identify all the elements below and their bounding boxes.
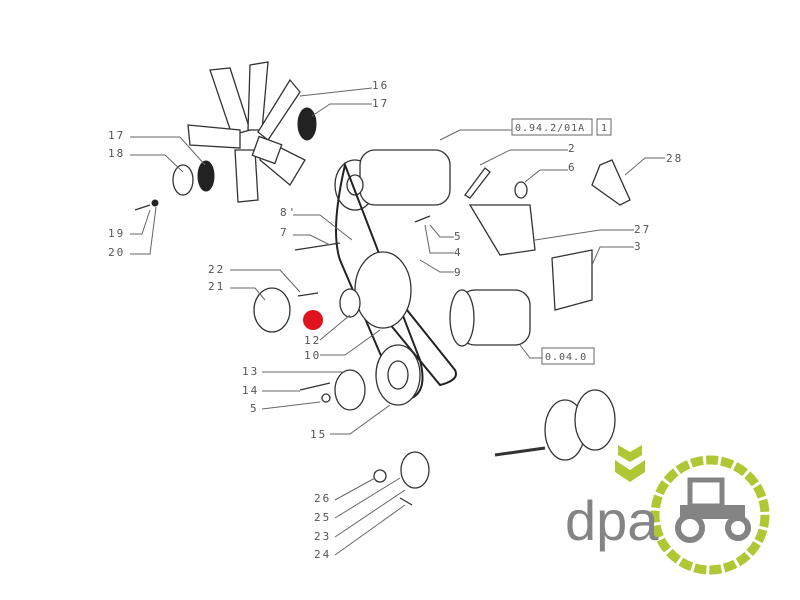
callout-26: 26 [314,492,331,505]
callout-24: 24 [314,548,331,561]
logo-gear-ring [650,455,770,575]
callout-20: 20 [108,246,125,259]
callout-4: 4 [454,246,463,259]
callout-22: 22 [208,263,225,276]
washer-20 [151,199,159,207]
highlight-marker [303,310,323,330]
callout-10: 10 [304,349,321,362]
callout-9: 9 [454,266,463,279]
spacer-17-top [297,107,317,141]
callout-6: 6 [568,161,577,174]
link-2 [464,167,491,199]
bolt-19 [134,204,151,211]
ref-box-sheet [596,118,612,136]
plate-3 [551,249,593,311]
callout-17: 17 [372,97,389,110]
v-belt-8 [335,161,424,402]
callout-2: 2 [568,142,577,155]
leader-lines [130,87,665,556]
plate-21 [253,287,291,333]
spacer-17-left [197,160,215,192]
bolt-7 [294,242,341,251]
callout-19: 19 [108,227,125,240]
callout-17: 17 [108,129,125,142]
crankshaft [494,389,616,461]
alternator [449,289,531,347]
callout-5: 5 [250,402,259,415]
fan-blade-assembly [187,61,306,203]
callout-16: 16 [372,79,389,92]
callout-21: 21 [208,280,225,293]
callout-23: 23 [314,530,331,543]
callout-27: 27 [634,223,651,236]
callout-3: 3 [634,240,643,253]
dpa-logo: dpa [565,445,770,575]
callout-14: 14 [242,384,259,397]
logo-text: dpa [565,489,659,552]
water-pump-pulley [354,251,412,329]
logo-wheat-icon-top [618,445,642,462]
logo-wheat-icon [615,460,645,482]
ref-starter: 0.04.0 [545,352,587,363]
ref-compressor: 0.94.2/01A [515,123,585,134]
tractor-icon [675,477,751,543]
pin-24 [399,497,413,506]
callout-13: 13 [242,365,259,378]
plate-28 [591,159,631,206]
pulley-hub-bottom [400,451,430,489]
bushing-6 [514,181,528,199]
bolt-14 [299,382,331,391]
compressor [334,149,451,211]
callout-25: 25 [314,511,331,524]
callout-18: 18 [108,147,125,160]
bolt-4 [414,215,431,223]
ref-box-starter [541,347,595,365]
nut-26 [373,469,387,483]
bracket-27 [468,204,536,256]
hub-12 [339,288,361,318]
callout-5: 5 [454,230,463,243]
crank-pulley-hub [387,360,409,390]
hub-18 [172,164,194,196]
plate-13 [334,369,366,411]
v-belt-10 [368,267,457,387]
callout-12: 12 [304,334,321,347]
callout-15: 15 [310,428,327,441]
callout-7: 7 [280,226,289,239]
washer-5 [321,393,331,403]
callout-28: 28 [666,152,683,165]
ref-sheet: 1 [601,123,609,134]
bolt-22 [297,292,319,297]
callout-8-prime: 8' [280,206,297,219]
ref-box-compressor [511,118,593,136]
